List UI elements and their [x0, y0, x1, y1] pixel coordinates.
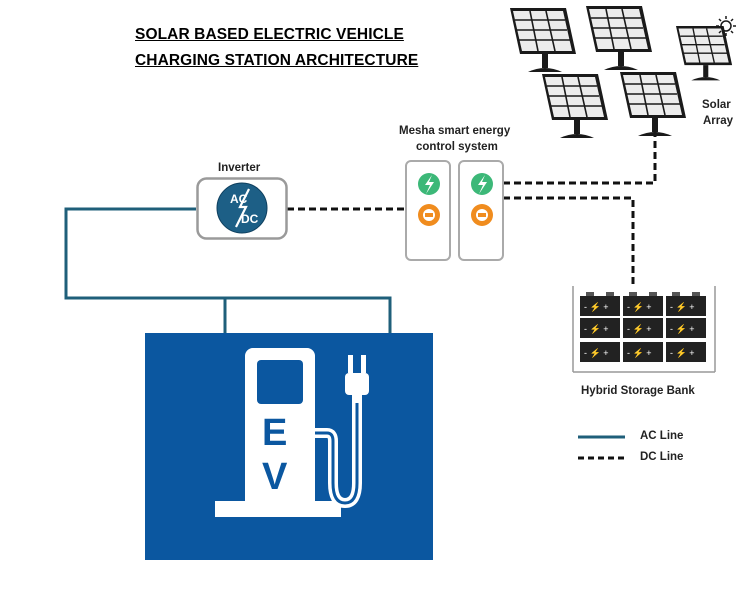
svg-text:- ⚡ +: - ⚡ + [670, 301, 694, 313]
sun-icon [716, 16, 736, 36]
svg-text:- ⚡ +: - ⚡ + [670, 323, 694, 335]
controller-unit-right [458, 160, 504, 261]
legend-ac-label: AC Line [640, 430, 684, 442]
svg-text:- ⚡ +: - ⚡ + [670, 347, 694, 359]
diagram-title-line1: SOLAR BASED ELECTRIC VEHICLE [135, 26, 404, 43]
inverter-label: Inverter [218, 162, 261, 174]
controller-units [405, 160, 504, 261]
inverter-box: AC DC [196, 177, 288, 240]
solar-panel-icon [509, 7, 577, 73]
battery-row-1: - ⚡ + - ⚡ + - ⚡ + [580, 292, 706, 316]
svg-text:- ⚡ +: - ⚡ + [584, 323, 608, 335]
svg-text:- ⚡ +: - ⚡ + [627, 301, 651, 313]
inverter-dc-text: DC [241, 212, 259, 226]
dc-line-controller-to-storage [503, 196, 635, 287]
svg-text:- ⚡ +: - ⚡ + [584, 347, 608, 359]
solar-panel-icon [541, 73, 609, 139]
battery-icon: - ⚡ + [623, 318, 663, 338]
legend-dc-label: DC Line [640, 451, 684, 463]
battery-icon: - ⚡ + [580, 318, 620, 338]
ac-line-inverter-to-bus [64, 207, 392, 335]
solar-array [509, 5, 736, 139]
controller-unit-left [405, 160, 451, 261]
svg-text:- ⚡ +: - ⚡ + [584, 301, 608, 313]
battery-row-3: - ⚡ + - ⚡ + - ⚡ + [580, 342, 706, 362]
svg-text:- ⚡ +: - ⚡ + [627, 323, 651, 335]
diagram-title-line2: CHARGING STATION ARCHITECTURE [135, 52, 419, 69]
solar-label-line1: Solar [702, 99, 731, 111]
ev-letter-e: E [262, 412, 287, 454]
battery-icon: - ⚡ + [666, 342, 706, 362]
ev-letter-v: V [262, 456, 288, 498]
solar-panel-icon [585, 5, 653, 71]
plug-icon [345, 355, 369, 403]
battery-icon: - ⚡ + [666, 318, 706, 338]
solar-label-line2: Array [703, 115, 734, 127]
inverter-icon: AC DC [216, 182, 268, 234]
svg-text:- ⚡ +: - ⚡ + [627, 347, 651, 359]
battery-icon: - ⚡ + [580, 292, 620, 316]
battery-icon: - ⚡ + [623, 292, 663, 316]
controller-label-line1: Mesha smart energy [399, 125, 511, 137]
battery-icon: - ⚡ + [666, 292, 706, 316]
dc-line-controller-to-solar [503, 130, 657, 185]
dc-lines [287, 130, 657, 287]
solar-panel-icon [675, 25, 733, 82]
battery-row-2: - ⚡ + - ⚡ + - ⚡ + [580, 318, 706, 338]
battery-icon: - ⚡ + [580, 342, 620, 362]
battery-icon: - ⚡ + [623, 342, 663, 362]
ac-lines [64, 207, 392, 335]
ev-charging-station: E V [145, 333, 433, 560]
hybrid-storage-bank: - ⚡ + - ⚡ + - ⚡ + - ⚡ + - ⚡ + - ⚡ + - ⚡ … [572, 286, 716, 373]
solar-panel-icon [619, 71, 687, 137]
controller-label-line2: control system [416, 141, 498, 153]
ev-charger-icon [215, 348, 369, 517]
storage-label: Hybrid Storage Bank [581, 385, 695, 397]
